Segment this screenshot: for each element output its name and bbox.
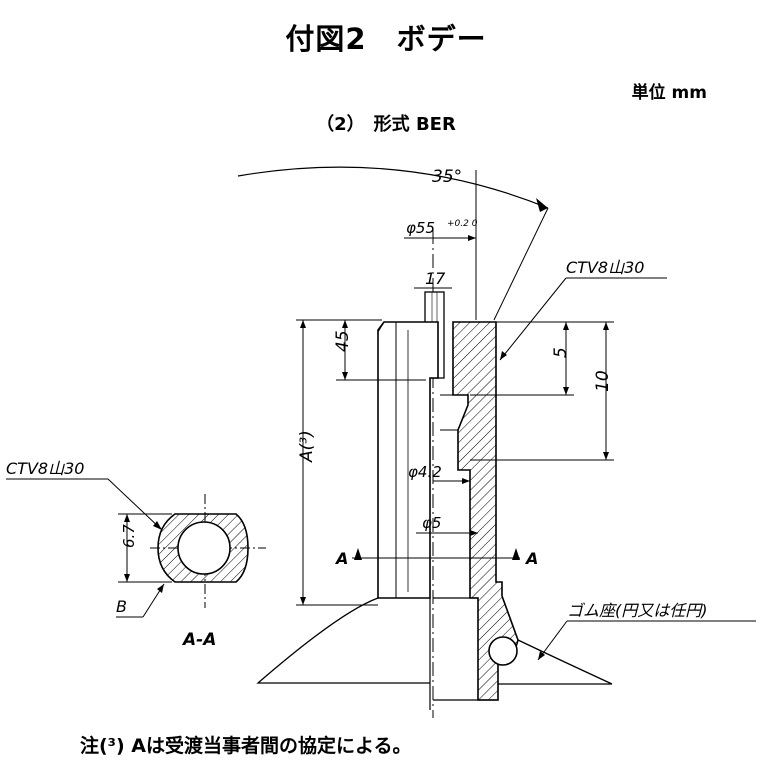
rubber-seat-label: ゴム座(円又は任円) bbox=[567, 601, 708, 620]
section-view-label: A-A bbox=[181, 630, 216, 650]
dim45-label: 45 bbox=[333, 330, 353, 352]
dia5-label: φ5 bbox=[422, 514, 441, 532]
section-mark-left: A bbox=[334, 549, 348, 568]
figure-title: 付図2 ボデー bbox=[285, 22, 487, 56]
unit-label: 単位 mm bbox=[631, 83, 707, 103]
section-mark-right: A bbox=[524, 549, 538, 568]
dia42-label: φ4.2 bbox=[408, 463, 442, 481]
angle-label: 35° bbox=[432, 167, 462, 187]
dim67-label: 6.7 bbox=[120, 524, 138, 548]
dimA-label: A(³) bbox=[297, 430, 317, 463]
dim5-label: 5 bbox=[551, 347, 571, 358]
label-b: B bbox=[116, 597, 127, 616]
angle-arc bbox=[237, 166, 549, 209]
footnote: 注(³) Aは受渡当事者間の協定による。 bbox=[80, 735, 412, 757]
rubber-seat bbox=[256, 597, 430, 684]
dim10-label: 10 bbox=[593, 370, 613, 392]
dim17-label: 17 bbox=[425, 269, 446, 288]
dia55-label: φ55 bbox=[406, 219, 435, 237]
ctv-left-label: CTV8山30 bbox=[6, 459, 84, 478]
ctv-top-label: CTV8山30 bbox=[566, 258, 644, 277]
subtitle: （2） 形式 BER bbox=[316, 114, 456, 135]
dia55-tolerance: +0.2 0 bbox=[447, 219, 478, 229]
